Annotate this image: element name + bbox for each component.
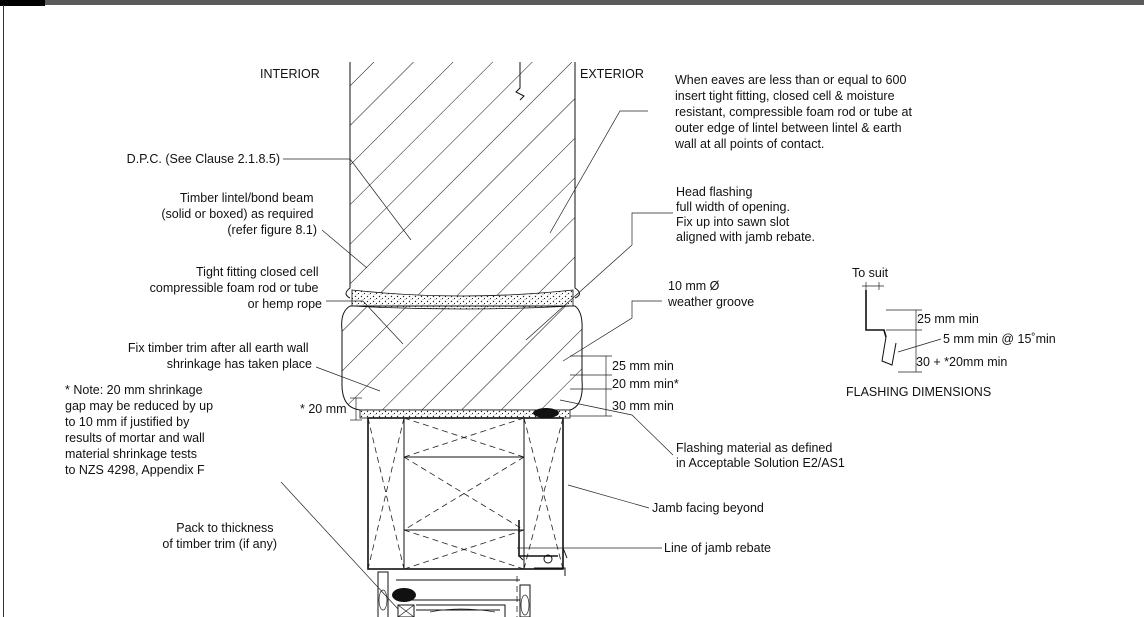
fd-label-30: 30 + *20mm min xyxy=(916,355,1007,369)
window-sill-curve xyxy=(429,608,496,613)
timber-trim-exterior xyxy=(519,584,531,617)
label-gap-dim: * 20 mm xyxy=(300,402,347,416)
lintel-top-cross xyxy=(403,417,525,458)
foam-rod-top xyxy=(533,408,559,418)
label-head-flashing: Head flashing full width of opening. Fix… xyxy=(676,185,815,244)
upper-block-outline xyxy=(345,62,351,299)
shrinkage-note: * Note: 20 mm shrinkage gap may be reduc… xyxy=(65,383,217,477)
lintel-bottom-cross xyxy=(403,529,525,570)
label-dim-25: 25 mm min xyxy=(612,359,674,373)
lintel-right-cross xyxy=(523,417,564,570)
upper-hatched-block xyxy=(346,62,580,296)
window-frame xyxy=(416,604,506,617)
leader-eaves xyxy=(549,110,648,234)
fd-label-25: 25 mm min xyxy=(917,312,979,326)
label-lintel: Timber lintel/bond beam (solid or boxed)… xyxy=(161,191,317,237)
label-jamb-rebate: Line of jamb rebate xyxy=(664,541,771,555)
top-bar xyxy=(0,0,1144,5)
frame-border-left xyxy=(3,5,4,617)
leader-pack xyxy=(280,481,399,610)
flashing-drip-detail xyxy=(881,336,897,366)
leader-foam xyxy=(326,300,404,345)
pack-block xyxy=(397,604,415,617)
label-flashing-material: Flashing material as defined in Acceptab… xyxy=(676,441,845,470)
leaders xyxy=(280,110,674,610)
leader-flashing-material xyxy=(559,399,674,456)
foam-rod-bottom xyxy=(392,588,416,602)
annotations: INTERIOR EXTERIOR When eaves are less th… xyxy=(65,67,1056,555)
leader-trim xyxy=(315,366,381,392)
label-dpc: D.P.C. (See Clause 2.1.8.5) xyxy=(127,152,280,166)
groove-drip xyxy=(534,567,566,576)
label-foam: Tight fitting closed cell compressible f… xyxy=(150,265,322,311)
trim-fixing-exterior xyxy=(520,594,530,616)
top-bar-tab xyxy=(0,0,45,6)
fd-title: FLASHING DIMENSIONS xyxy=(846,385,991,399)
break-mark-top xyxy=(515,62,525,101)
lintel-left-cross xyxy=(367,417,405,570)
leader-lintel xyxy=(321,229,368,269)
flashing-detail xyxy=(862,282,942,373)
label-groove: 10 mm Ø weather groove xyxy=(667,279,754,309)
fd-label-5: 5 mm min @ 15˚min xyxy=(943,332,1056,346)
lintel-outline xyxy=(367,417,564,570)
label-dim-20: 20 mm min* xyxy=(612,377,679,391)
weather-groove xyxy=(543,554,553,564)
upper-block-outline-right xyxy=(574,62,580,299)
trim-fixing-interior xyxy=(378,589,388,611)
label-pack: Pack to thickness of timber trim (if any… xyxy=(162,521,277,551)
leader-head-flashing xyxy=(525,212,673,341)
flashing-drip xyxy=(518,547,568,561)
label-exterior: EXTERIOR xyxy=(580,67,644,81)
label-trim: Fix timber trim after all earth wall shr… xyxy=(128,341,312,371)
flashing-profile xyxy=(865,290,887,338)
fd-5-leader xyxy=(897,338,942,353)
earth-wall xyxy=(341,62,583,419)
label-jamb-facing: Jamb facing beyond xyxy=(652,501,764,515)
label-interior: INTERIOR xyxy=(260,67,320,81)
lintel-mid-cross xyxy=(403,456,525,531)
window-head xyxy=(377,520,568,617)
timber-trim-interior xyxy=(377,571,389,617)
fd-label-to-suit: To suit xyxy=(852,266,889,280)
leader-jamb-facing xyxy=(567,484,650,509)
label-dim-30: 30 mm min xyxy=(612,399,674,413)
pack-cross xyxy=(397,604,415,617)
timber-lintel xyxy=(367,417,564,570)
eaves-note: When eaves are less than or equal to 600… xyxy=(674,73,915,151)
leader-groove xyxy=(562,300,662,362)
leader-dpc xyxy=(283,158,412,241)
